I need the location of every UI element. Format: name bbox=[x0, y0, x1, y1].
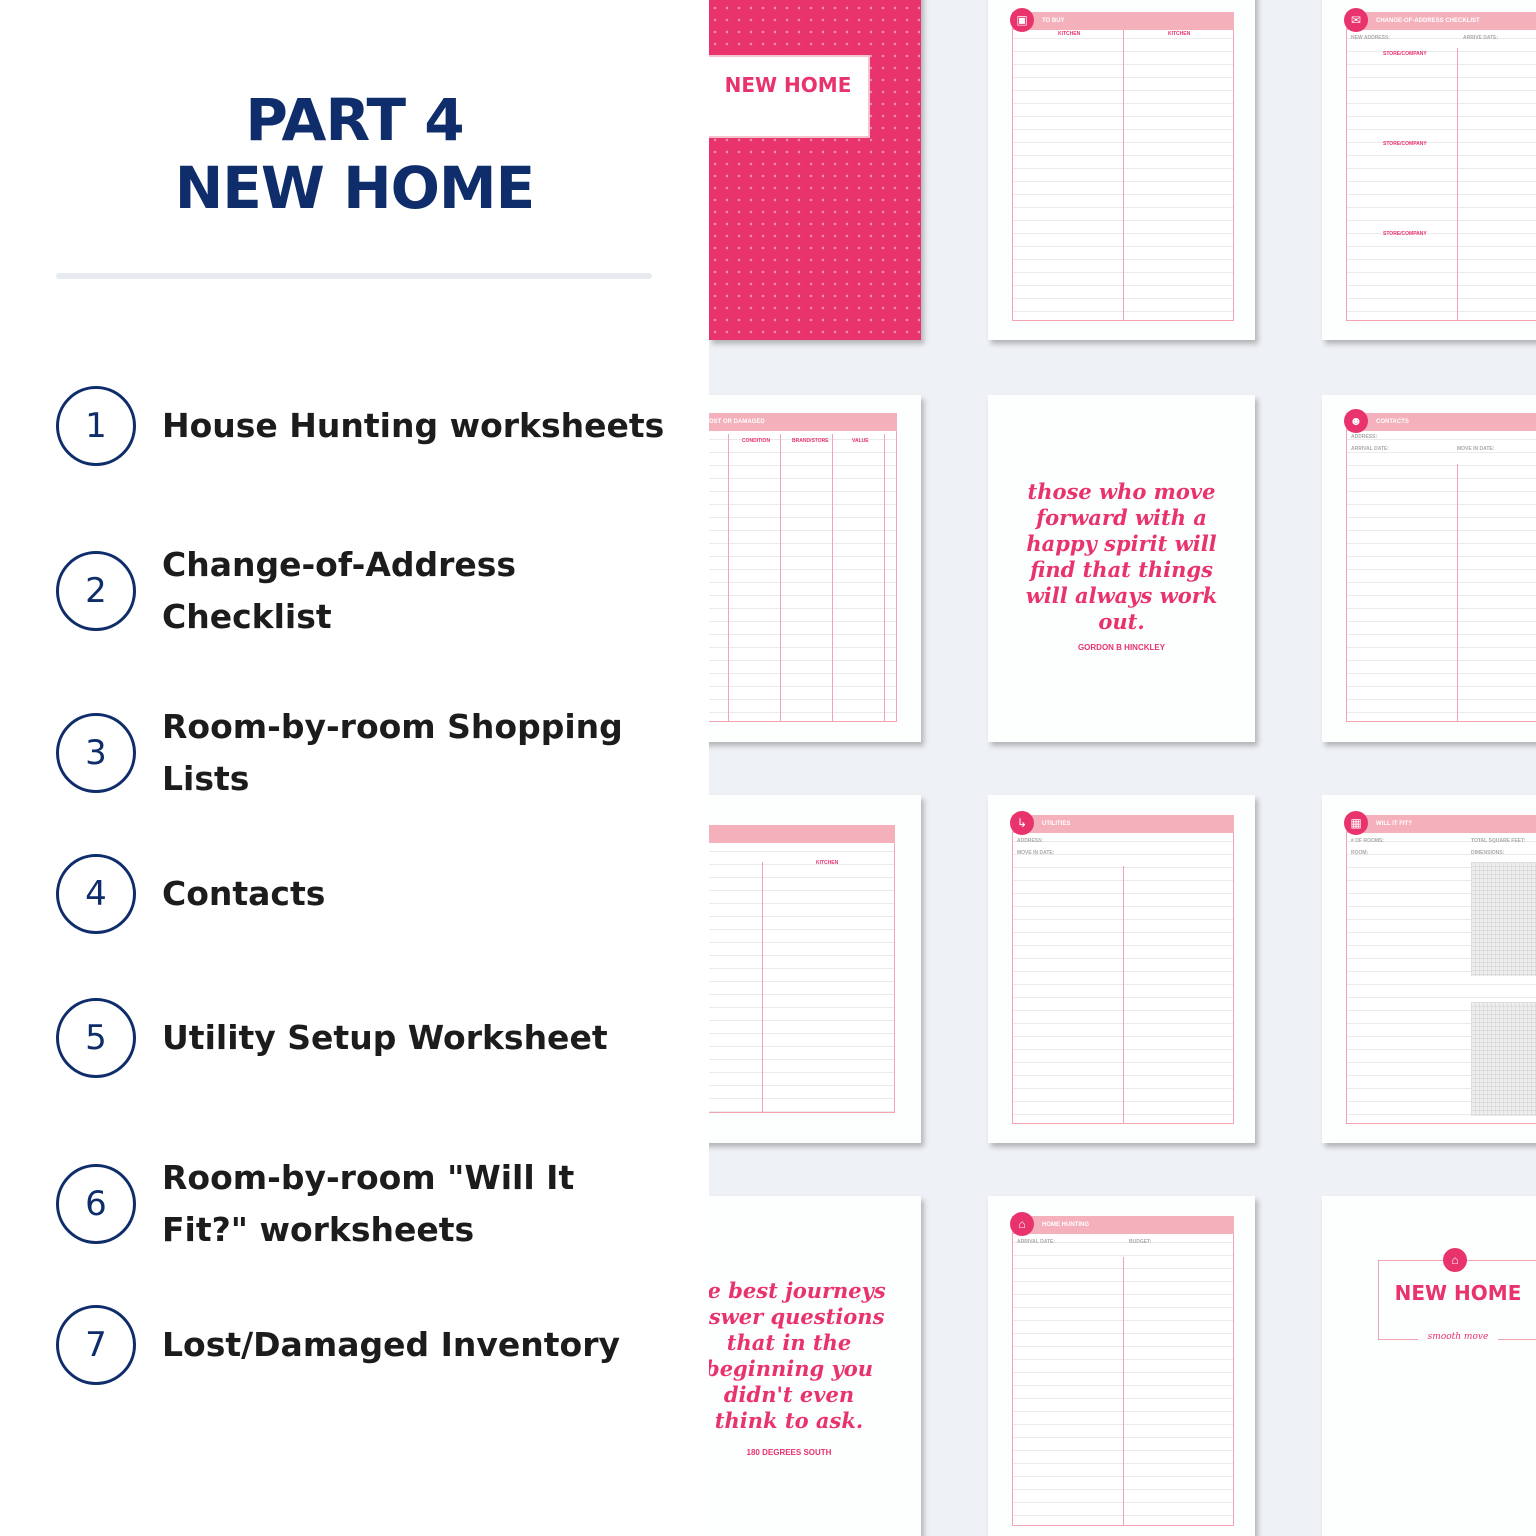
field-label: DIMENSIONS: bbox=[1471, 850, 1505, 856]
item-label: Lost/Damaged Inventory bbox=[162, 1325, 620, 1364]
utilities-page: ADDRESS: MOVE IN DATE: UTILITIES ↳ bbox=[988, 795, 1255, 1143]
envelope-icon: ✉ bbox=[1344, 8, 1368, 32]
item-label: Contacts bbox=[162, 874, 326, 913]
people-icon: ☻ bbox=[1344, 409, 1368, 433]
item-label: House Hunting worksheets bbox=[162, 406, 665, 445]
item-label: Change-of-Address Checklist bbox=[162, 545, 517, 636]
field-label: BUDGET: bbox=[1129, 1239, 1152, 1245]
page-header: UTILITIES bbox=[1012, 815, 1234, 833]
list-item: 2 Change-of-Address Checklist bbox=[56, 539, 696, 643]
field-label: ROOM: bbox=[1351, 850, 1369, 856]
col-label: STORE/COMPANY bbox=[1383, 51, 1427, 57]
to-buy-page: KITCHEN KITCHEN TO BUY ▣ bbox=[988, 0, 1255, 340]
page-header: TO BUY bbox=[1012, 12, 1234, 30]
shopping-bag-icon: ▣ bbox=[1010, 8, 1034, 32]
quote-author: GORDON B HINCKLEY bbox=[1077, 643, 1166, 652]
col-label: STORE/COMPANY bbox=[1383, 141, 1427, 147]
shopping-list-page: KITCHEN bbox=[709, 795, 921, 1143]
col-label: KITCHEN bbox=[1168, 31, 1191, 37]
page-previews: NEW HOME KITCHEN KITCHEN TO BUY ▣ NEW AD… bbox=[709, 0, 1536, 1536]
list-item: 4 Contacts bbox=[56, 854, 696, 934]
armchair-icon: ▦ bbox=[1344, 811, 1368, 835]
home-hunting-page: ARRIVAL DATE: BUDGET: HOME HUNTING ⌂ bbox=[988, 1196, 1255, 1536]
col-label: VALUE bbox=[852, 438, 869, 444]
list-item: 1 House Hunting worksheets bbox=[56, 386, 696, 466]
back-cover-page: ⌂ NEW HOME smooth move bbox=[1322, 1196, 1536, 1536]
number-circle: 1 bbox=[56, 386, 136, 466]
number-circle: 5 bbox=[56, 998, 136, 1078]
page-header: HOME HUNTING bbox=[1012, 1216, 1234, 1234]
quote-page-2: he best journeys nswer questions that in… bbox=[709, 1196, 921, 1536]
quote-author: 180 DEGREES SOUTH bbox=[746, 1448, 832, 1457]
divider bbox=[56, 273, 652, 279]
field-label: ARRIVAL DATE: bbox=[1351, 446, 1390, 452]
change-of-address-page: NEW ADDRESS: ARRIVE DATE: STORE/COMPANY … bbox=[1322, 0, 1536, 340]
col-label: CONDITION bbox=[742, 438, 771, 444]
quote-text: he best journeys nswer questions that in… bbox=[709, 1278, 886, 1433]
number-circle: 2 bbox=[56, 551, 136, 631]
cover-title: NEW HOME bbox=[724, 73, 852, 97]
number-circle: 7 bbox=[56, 1305, 136, 1385]
number-circle: 3 bbox=[56, 713, 136, 793]
faucet-icon: ↳ bbox=[1010, 811, 1034, 835]
number-circle: 4 bbox=[56, 854, 136, 934]
back-cover-title: NEW HOME bbox=[1394, 1281, 1522, 1305]
col-label: STORE/COMPANY bbox=[1383, 231, 1427, 237]
house-icon: ⌂ bbox=[1443, 1248, 1467, 1272]
list-item: 3 Room-by-room Shopping Lists bbox=[56, 701, 696, 805]
item-label: Utility Setup Worksheet bbox=[162, 1018, 608, 1057]
col-label: BRAND/STORE bbox=[792, 438, 829, 444]
list-item: 5 Utility Setup Worksheet bbox=[56, 998, 696, 1078]
field-label: # OF ROOMS: bbox=[1351, 838, 1385, 844]
item-label: Room-by-room Shopping Lists bbox=[162, 707, 623, 798]
page-header: CONTACTS bbox=[1346, 413, 1536, 431]
field-label: MOVE IN DATE: bbox=[1017, 850, 1055, 856]
field-label: NEW ADDRESS: bbox=[1351, 35, 1390, 41]
page-header: CHANGE-OF-ADDRESS CHECKLIST bbox=[1346, 12, 1536, 30]
number-circle: 6 bbox=[56, 1164, 136, 1244]
page-header bbox=[709, 825, 895, 843]
back-cover-subtitle: smooth move bbox=[1418, 1332, 1498, 1342]
contacts-page: ADDRESS: ARRIVAL DATE: MOVE IN DATE: CON… bbox=[1322, 395, 1536, 742]
info-panel: PART 4 NEW HOME 1 House Hunting worksheet… bbox=[0, 0, 709, 1536]
field-label: MOVE IN DATE: bbox=[1457, 446, 1495, 452]
field-label: ARRIVE DATE: bbox=[1463, 35, 1499, 41]
list-item: 6 Room-by-room "Will It Fit?" worksheets bbox=[56, 1152, 696, 1256]
heading-title: NEW HOME bbox=[174, 154, 536, 222]
col-label: KITCHEN bbox=[1058, 31, 1081, 37]
field-label: ADDRESS: bbox=[1017, 838, 1044, 844]
will-it-fit-page: # OF ROOMS: TOTAL SQUARE FEET: ROOM: DIM… bbox=[1322, 795, 1536, 1143]
field-label: ARRIVAL DATE: bbox=[1017, 1239, 1056, 1245]
page-header: WILL IT FIT? bbox=[1346, 815, 1536, 833]
quote-text: those who move forward with a happy spir… bbox=[1025, 479, 1218, 634]
item-label: Room-by-room "Will It Fit?" worksheets bbox=[162, 1158, 575, 1249]
lost-damaged-page: CONDITION BRAND/STORE VALUE OST OR DAMAG… bbox=[709, 395, 921, 742]
quote-page: those who move forward with a happy spir… bbox=[988, 395, 1255, 742]
page-header: OST OR DAMAGED bbox=[709, 413, 897, 431]
list-item: 7 Lost/Damaged Inventory bbox=[56, 1305, 696, 1385]
house-icon: ⌂ bbox=[1010, 1212, 1034, 1236]
field-label: ADDRESS: bbox=[1351, 434, 1378, 440]
field-label: TOTAL SQUARE FEET: bbox=[1471, 838, 1526, 844]
heading-part: PART 4 bbox=[245, 86, 464, 154]
col-label: KITCHEN bbox=[816, 860, 839, 866]
cover-page: NEW HOME bbox=[709, 0, 921, 340]
